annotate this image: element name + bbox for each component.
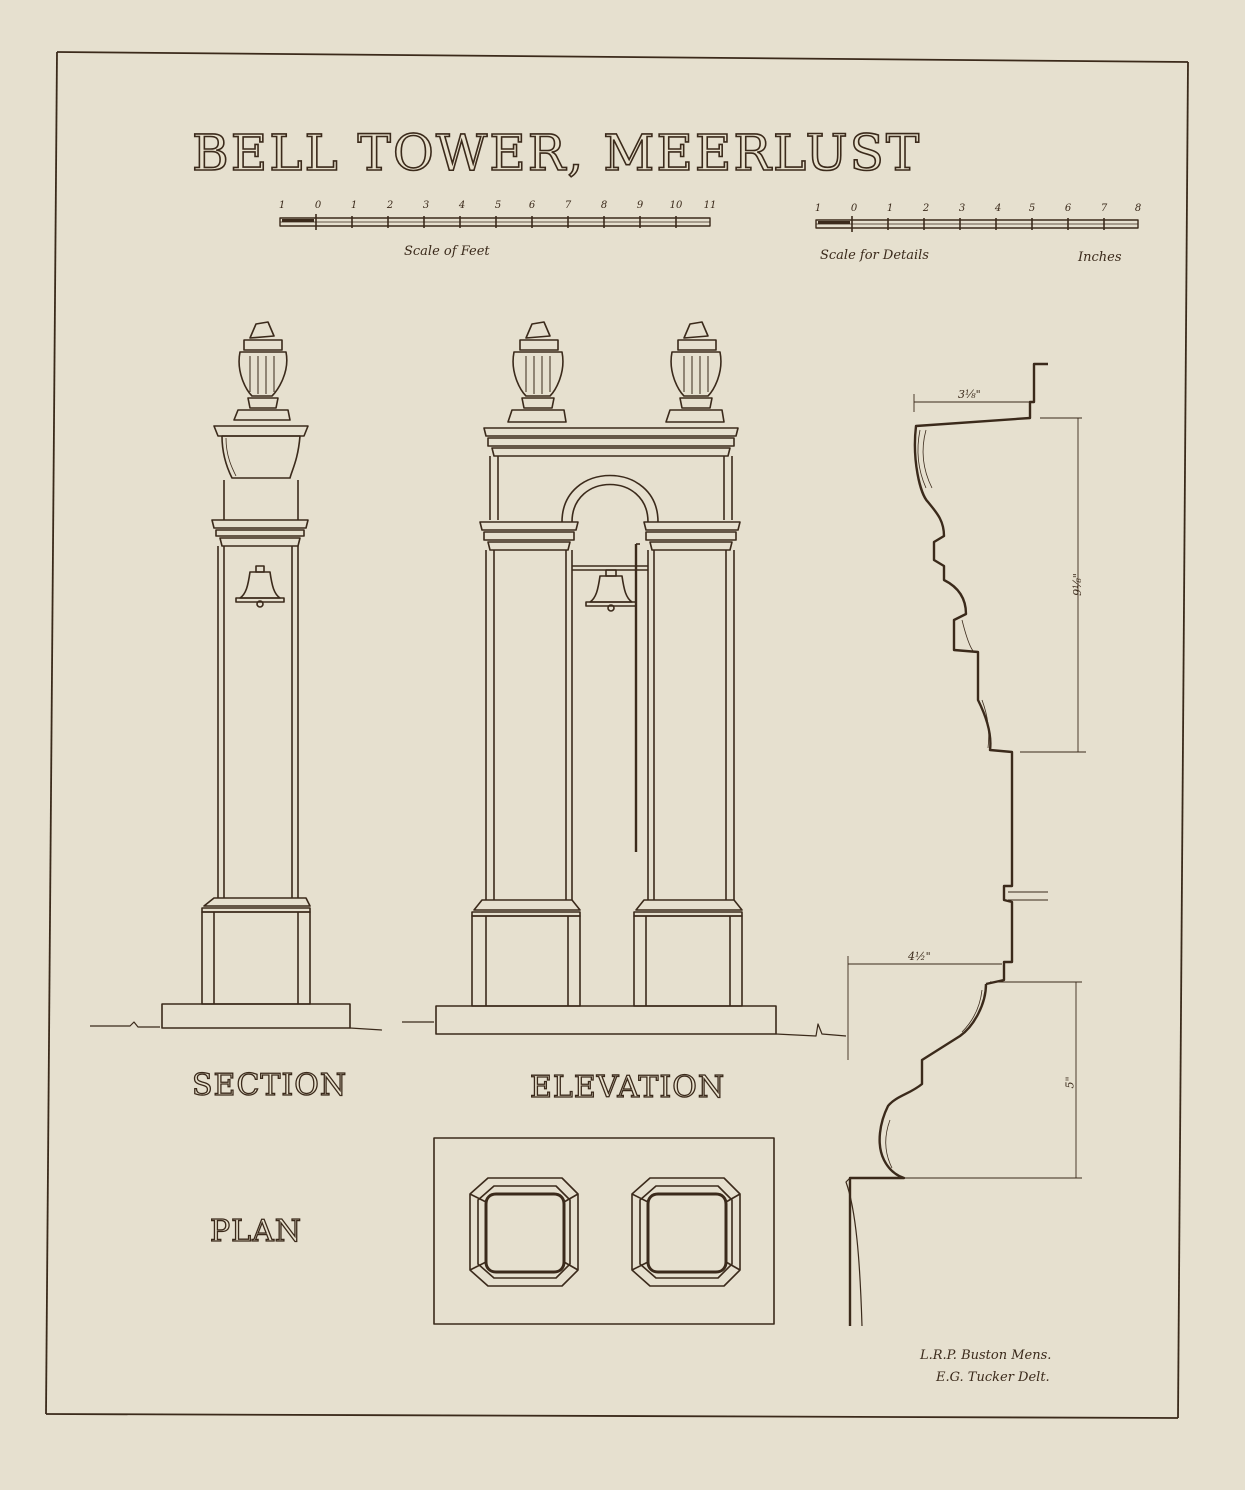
scale-tick: 1 <box>350 200 358 211</box>
scale-tick: 1 <box>814 203 822 214</box>
scale-tick: 11 <box>703 200 717 211</box>
scale-tick: 8 <box>1134 203 1142 214</box>
cornice-profile-lower <box>845 983 988 1327</box>
plan-label: PLAN <box>209 1213 303 1249</box>
scale-tick: 6 <box>1064 203 1072 214</box>
scale-tick: 3 <box>422 200 430 211</box>
scale-tick: 1 <box>886 203 894 214</box>
credit-drawn: E.G. Tucker Delt. <box>936 1370 1050 1385</box>
scale-units-label: Inches <box>1078 250 1122 265</box>
scale-of-feet-label: Scale of Feet <box>404 244 490 259</box>
profile-shading <box>885 429 990 1169</box>
scale-tick: 4 <box>458 200 466 211</box>
scale-tick: 4 <box>994 203 1002 214</box>
scale-tick: 9 <box>636 200 644 211</box>
section-drawing <box>90 321 383 1031</box>
scale-tick: 2 <box>386 200 394 211</box>
credit-measured: L.R.P. Buston Mens. <box>920 1348 1052 1363</box>
dimension-lower-height: 5" <box>1063 1076 1077 1089</box>
elevation-drawing <box>402 321 847 1037</box>
dimension-upper-height: 9⅛" <box>1070 573 1084 596</box>
bell-icon <box>585 569 637 612</box>
section-label: SECTION <box>191 1067 348 1103</box>
scale-tick: 6 <box>528 200 536 211</box>
scale-of-feet-bar <box>279 214 711 230</box>
scale-tick: 5 <box>494 200 502 211</box>
scale-tick: 10 <box>669 200 683 211</box>
scale-tick: 0 <box>314 200 322 211</box>
scale-tick: 7 <box>1100 203 1108 214</box>
scale-tick: 5 <box>1028 203 1036 214</box>
scale-tick: 0 <box>850 203 858 214</box>
scale-tick: 8 <box>600 200 608 211</box>
dimension-lower-width: 4½" <box>908 950 931 963</box>
scale-tick: 3 <box>958 203 966 214</box>
scale-for-details-bar <box>815 216 1139 232</box>
scale-tick: 7 <box>564 200 572 211</box>
dimension-top-width: 3⅛" <box>958 388 981 401</box>
scale-for-details-label: Scale for Details <box>820 248 929 263</box>
border-frame <box>45 51 1189 1419</box>
elevation-label: ELEVATION <box>529 1069 726 1105</box>
scale-tick: 2 <box>922 203 930 214</box>
cornice-profile-upper <box>913 362 1048 986</box>
scale-tick: 1 <box>278 200 286 211</box>
drawing-title: BELL TOWER, MEERLUST <box>191 123 922 183</box>
plan-drawing <box>433 1137 775 1325</box>
dimension-lines <box>847 394 1086 1179</box>
bell-icon <box>235 565 285 608</box>
